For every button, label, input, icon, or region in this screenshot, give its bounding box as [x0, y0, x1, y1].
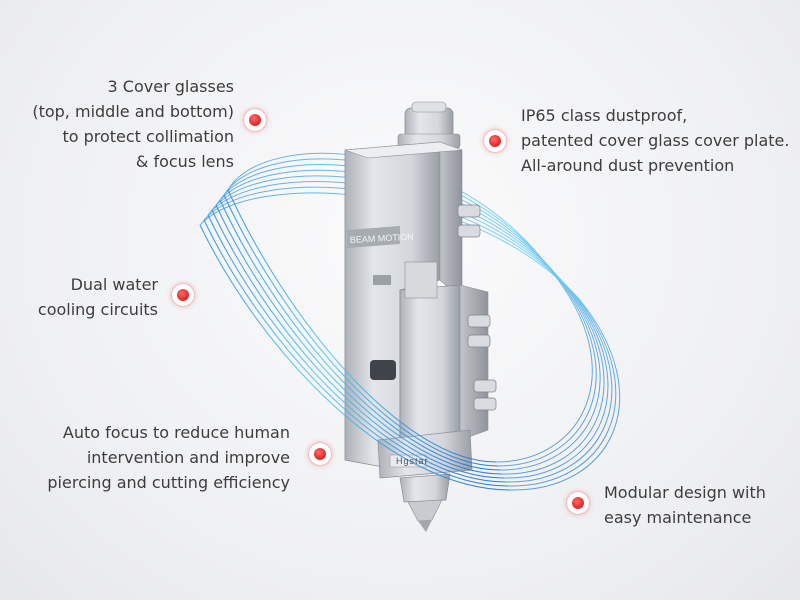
- feature-line: Auto focus to reduce human: [62, 423, 290, 442]
- feature-line: Dual water: [70, 275, 158, 294]
- panel-label: BEAM MOTION: [350, 232, 414, 245]
- feature-line: (top, middle and bottom): [32, 102, 234, 121]
- feature-line: Modular design with: [604, 483, 766, 502]
- feature-line: easy maintenance: [604, 508, 752, 527]
- feature-marker-dot: [172, 284, 194, 306]
- feature-auto-focus: Auto focus to reduce human intervention …: [47, 420, 290, 495]
- feature-line: cooling circuits: [37, 300, 158, 319]
- feature-line: All-around dust prevention: [521, 156, 735, 175]
- feature-water-cooling: Dual water cooling circuits: [38, 272, 158, 322]
- feature-ip65: IP65 class dustproof, patented cover gla…: [521, 103, 789, 178]
- orbit-ring-back: [199, 152, 620, 491]
- feature-marker-dot: [244, 109, 266, 131]
- feature-line: intervention and improve: [86, 448, 290, 467]
- feature-line: 3 Cover glasses: [107, 77, 234, 96]
- feature-line: IP65 class dustproof,: [521, 106, 688, 125]
- feature-marker-dot: [484, 130, 506, 152]
- feature-marker-dot: [309, 443, 331, 465]
- feature-cover-glasses: 3 Cover glasses (top, middle and bottom)…: [32, 74, 234, 174]
- feature-line: to protect collimation: [62, 127, 234, 146]
- feature-modular: Modular design with easy maintenance: [604, 480, 766, 530]
- orbit-ring-front: [199, 189, 511, 491]
- feature-marker-dot: [567, 492, 589, 514]
- feature-line: & focus lens: [135, 152, 234, 171]
- brand-label: Hgstar: [396, 456, 429, 466]
- feature-line: patented cover glass cover plate.: [521, 131, 790, 150]
- feature-line: piercing and cutting efficiency: [47, 473, 290, 492]
